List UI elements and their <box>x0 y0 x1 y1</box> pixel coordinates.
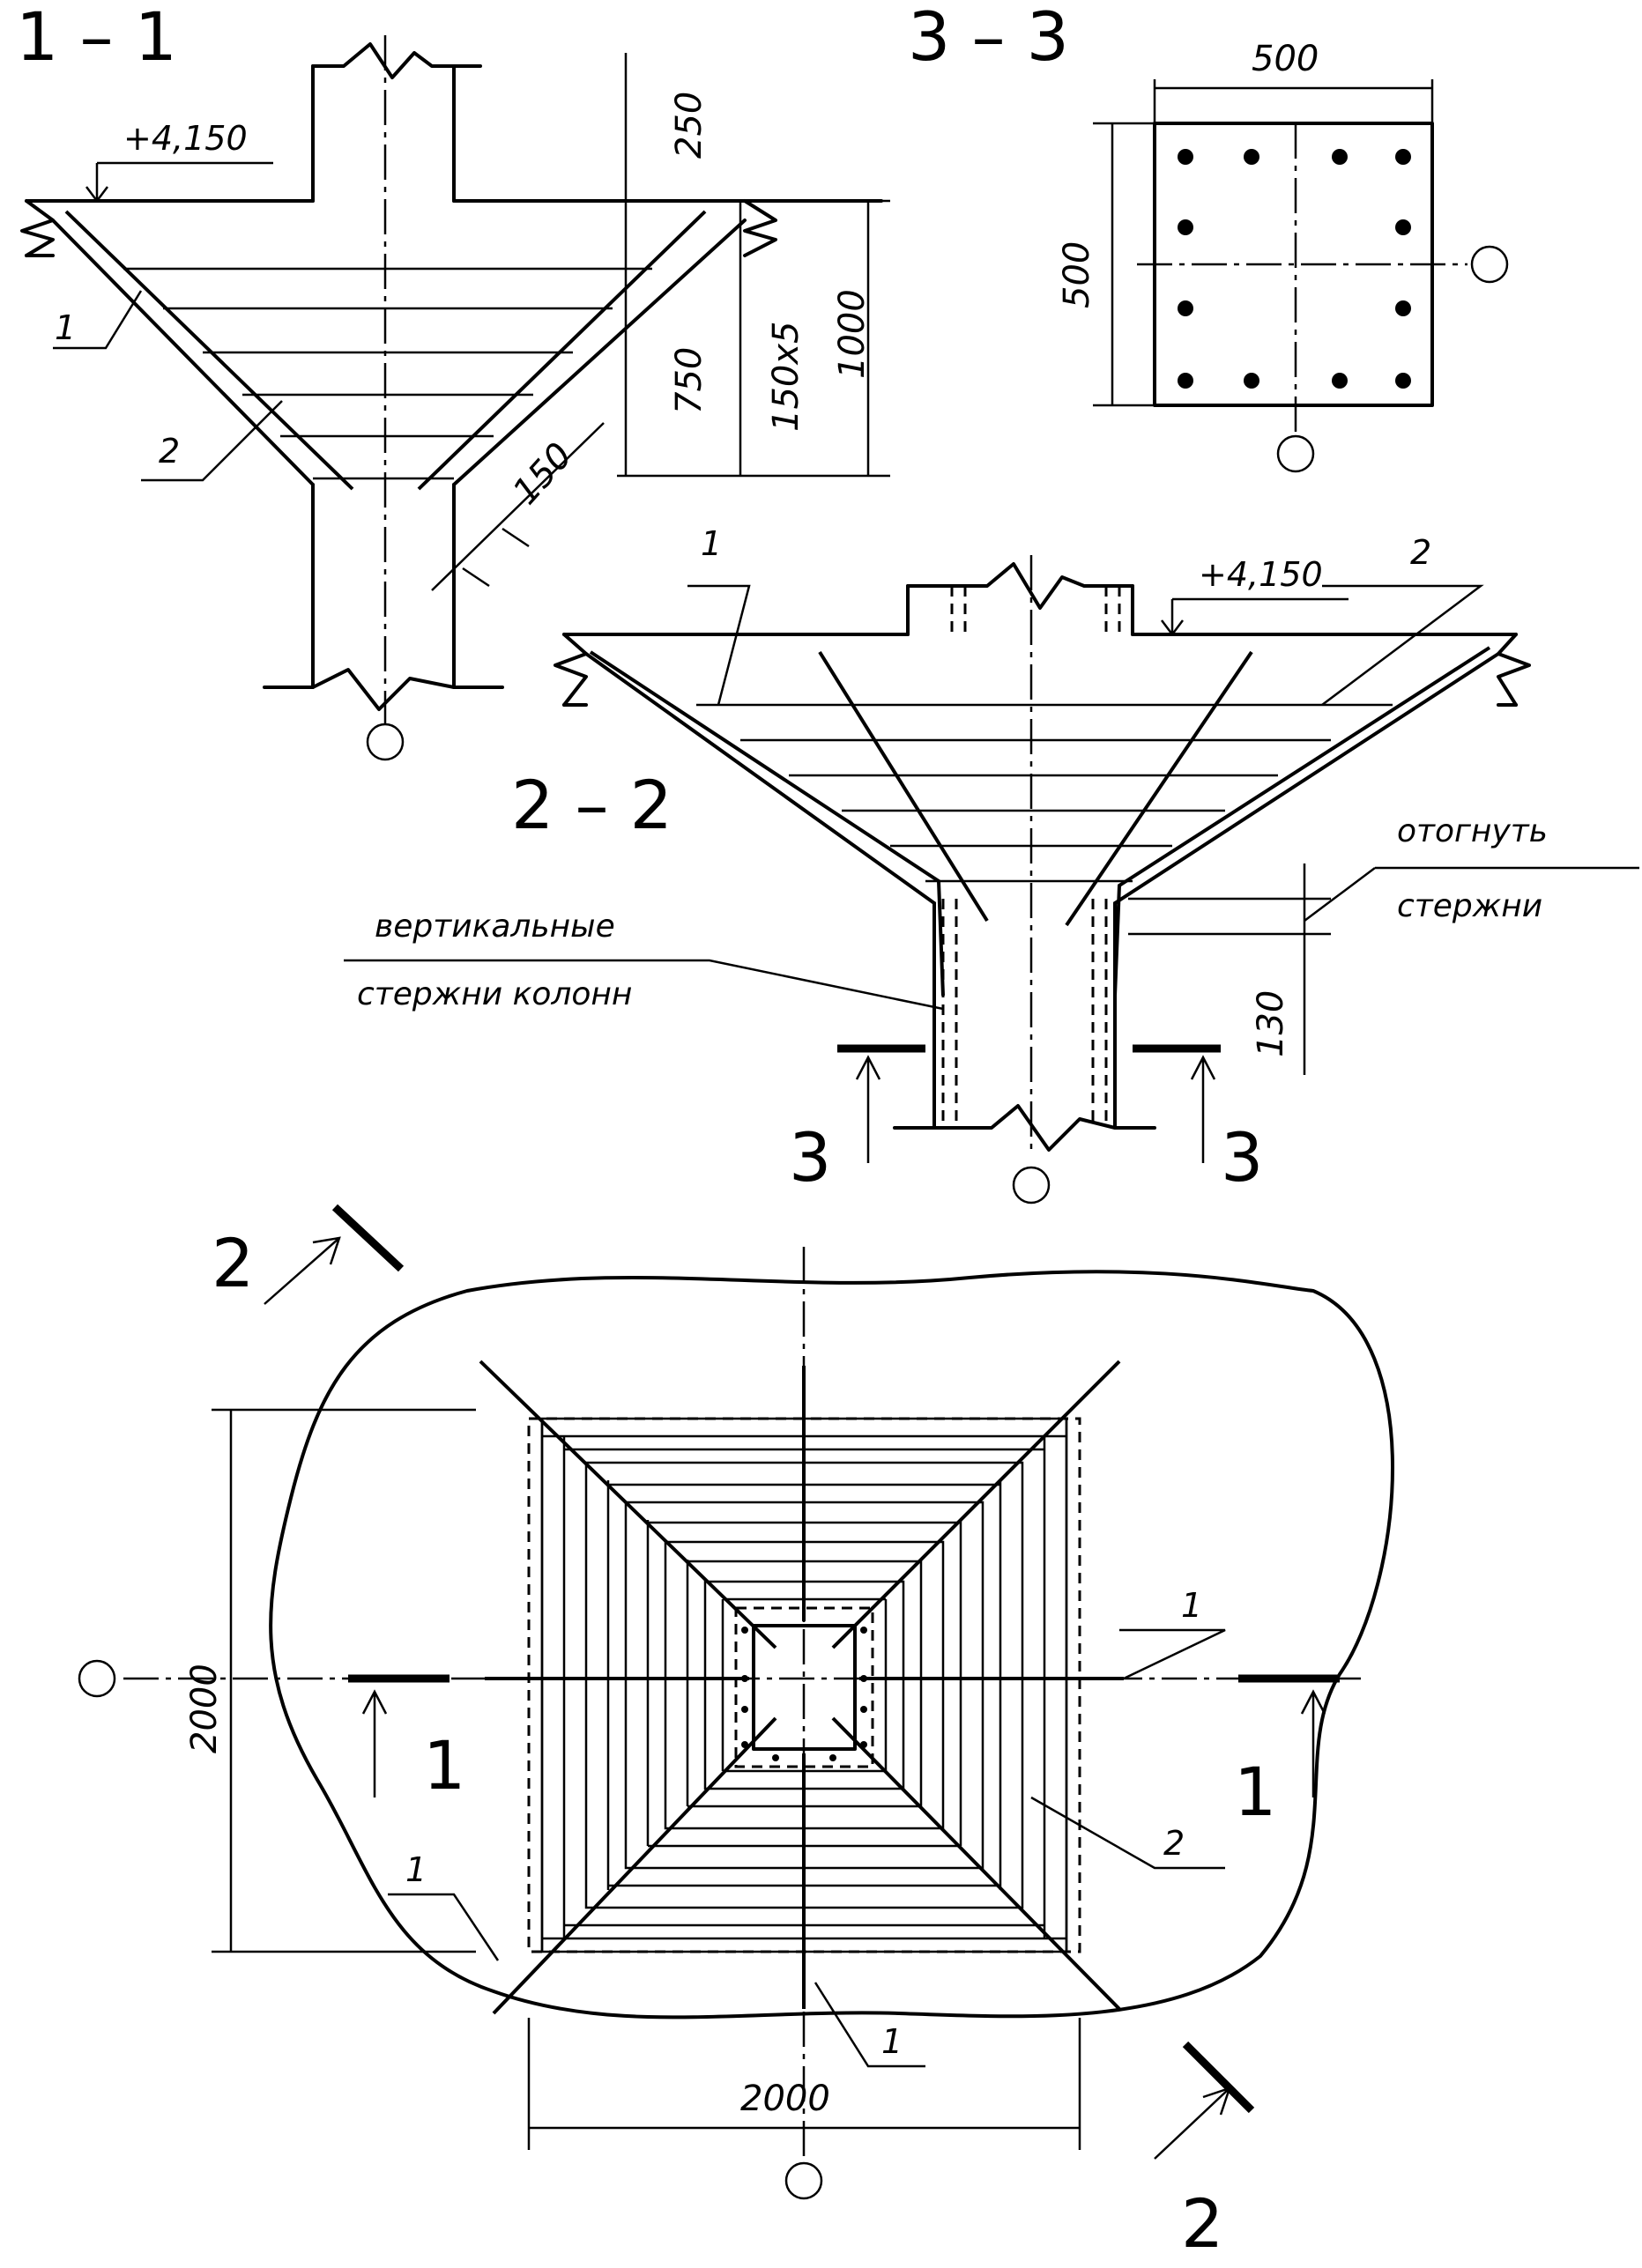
callout-1-2-2: 1 <box>701 524 722 563</box>
note-bend-bars-line2: стержни <box>1397 888 1542 924</box>
elevation-2-2: +4,150 <box>1199 555 1323 594</box>
note-vertical-bars-line2: стержни колонн <box>357 976 632 1012</box>
dim-250: 250 <box>669 92 710 159</box>
cut-1-left-label: 1 <box>423 1726 465 1805</box>
dim-150: 150 <box>505 435 580 513</box>
callout-1-left-1-1: 1 <box>55 308 76 347</box>
dim-2000-vertical: 2000 <box>184 1664 225 1753</box>
bar-1-inclined-left <box>64 210 354 491</box>
dim-500-vertical: 500 <box>1057 241 1097 308</box>
callout-1-plan-left: 1 <box>405 1850 427 1889</box>
axis-marker <box>366 723 405 761</box>
callout-1-plan-bottom: 1 <box>881 2022 903 2061</box>
elevation-1-1: +4,150 <box>123 119 248 158</box>
dim-1000: 1000 <box>832 289 873 379</box>
section-3-3: 3 – 3 500 500 <box>908 0 1509 473</box>
callout-2-plan: 2 <box>1163 1824 1185 1863</box>
dim-500-horizontal: 500 <box>1252 39 1319 79</box>
dim-130: 130 <box>1251 990 1291 1057</box>
dim-2000-horizontal: 2000 <box>740 2079 830 2119</box>
cut-1-right-label: 1 <box>1234 1753 1276 1831</box>
cut-2-bottom-label: 2 <box>1181 2184 1223 2263</box>
cut-2-top-label: 2 <box>212 1224 254 1302</box>
section-1-1: 1 – 1 +4,150 1 <box>16 0 890 761</box>
cut-3-left-label: 3 <box>789 1118 831 1197</box>
cut-3-right-label: 3 <box>1221 1118 1263 1197</box>
dim-150x5: 150x5 <box>766 322 806 432</box>
section-2-2: 2 – 2 +4,150 <box>344 524 1639 1204</box>
section-1-1-title: 1 – 1 <box>16 0 177 76</box>
bar-1-inclined-right <box>417 210 707 491</box>
note-vertical-bars-line1: вертикальные <box>375 908 615 945</box>
column-rebars <box>1178 149 1411 389</box>
section-3-3-title: 3 – 3 <box>908 0 1069 76</box>
slab-contour <box>269 1270 1394 2020</box>
dim-750: 750 <box>669 347 710 414</box>
callout-2-2-2: 2 <box>1410 533 1431 572</box>
callout-2-left-1-1: 2 <box>159 432 180 471</box>
note-bend-bars-line1: отогнуть <box>1397 813 1548 849</box>
callout-1-plan-right: 1 <box>1181 1586 1202 1625</box>
plan-view: 1 1 2 2 2000 2000 1 1 2 1 <box>78 1204 1394 2263</box>
bar-1-bent-right <box>1113 646 1491 997</box>
section-2-2-title: 2 – 2 <box>511 766 672 844</box>
